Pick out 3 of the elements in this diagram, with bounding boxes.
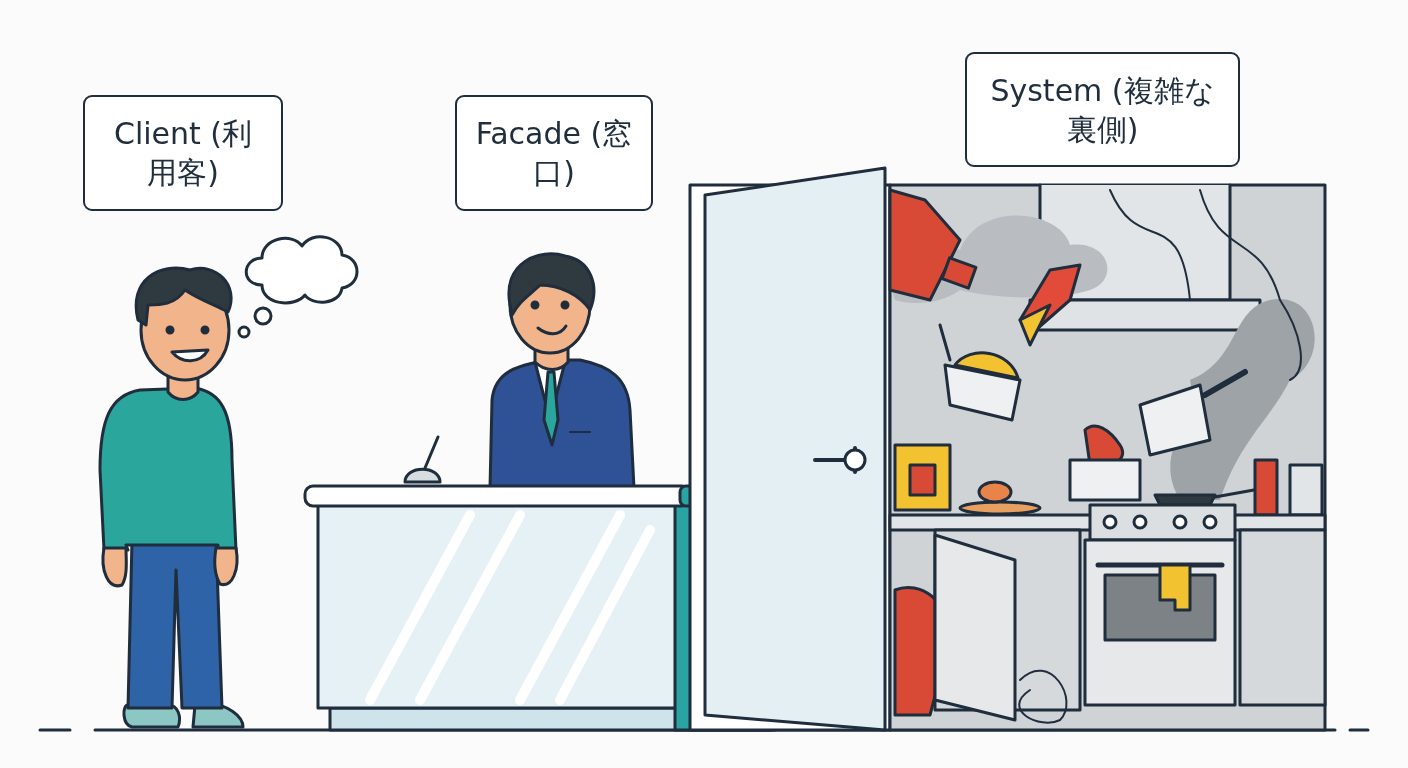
label-box: Facade (窓口) (455, 95, 653, 211)
label-box: Client (利用客) (83, 95, 283, 211)
label-box: System (複雑な裏側) (965, 52, 1240, 167)
